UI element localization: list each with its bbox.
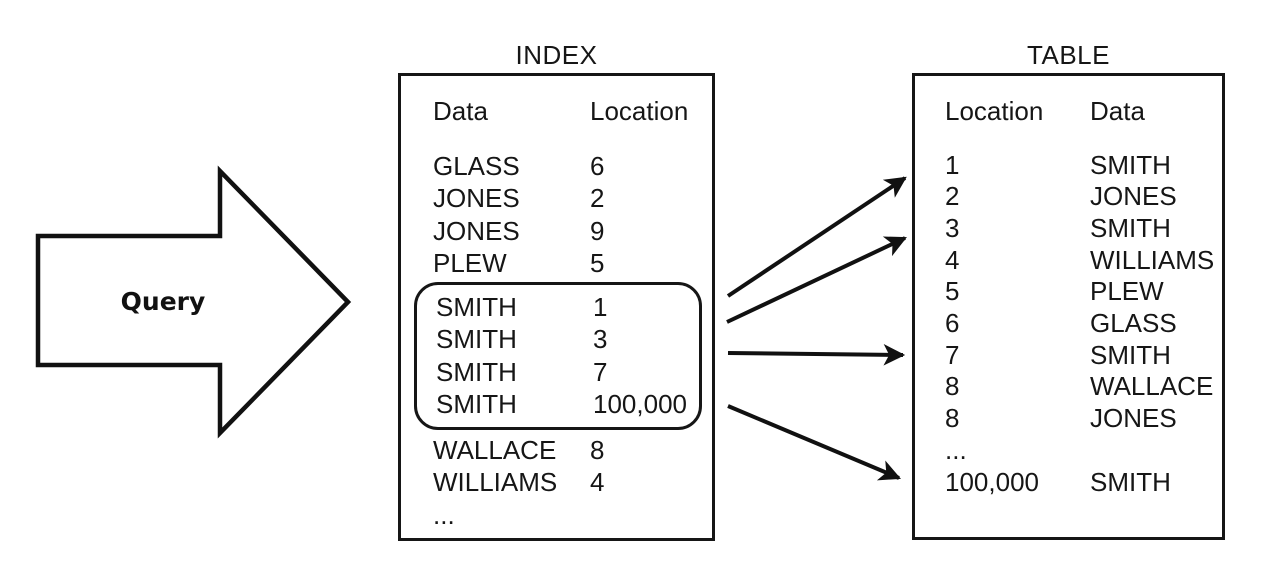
index-ellipsis: ... (433, 499, 455, 530)
table-column-headers: Location Data (945, 95, 1222, 128)
arrow-smith-1-icon (726, 176, 907, 298)
index-title: INDEX (515, 40, 598, 70)
index-column-header-location: Location (590, 96, 689, 126)
index-column-header-data: Data (433, 96, 488, 126)
index-column-headers: Data Location (433, 95, 712, 128)
arrow-smith-3-icon (726, 236, 907, 324)
query-label: Query (120, 286, 206, 316)
table-column-header-location: Location (945, 96, 1044, 126)
query-block-arrow-icon (35, 165, 352, 439)
table-column-header-data: Data (1090, 96, 1145, 126)
arrow-smith-7-icon (727, 343, 906, 366)
table-ellipsis: ... (945, 434, 967, 465)
arrow-smith-100000-icon (727, 404, 901, 481)
table-title: TABLE (1027, 40, 1110, 70)
query-arrow: Query (38, 236, 288, 366)
